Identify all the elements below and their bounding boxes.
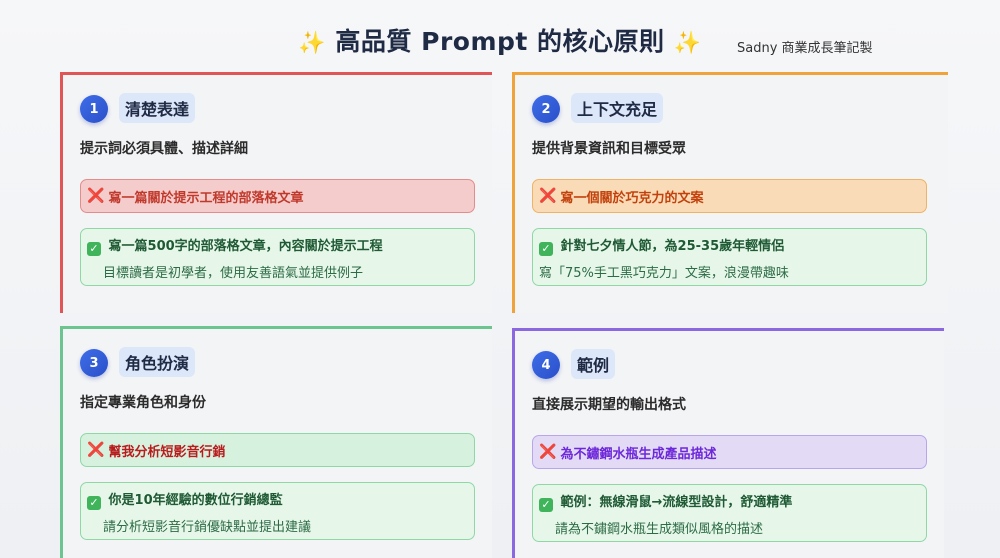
author-credit: Sadny 商業成長筆記製 [737,41,873,56]
card-subtitle: 提供背景資訊和目標受眾 [532,141,686,157]
good-example-text: 你是10年經驗的數位行銷總監 [108,493,283,508]
bad-example: ❌ 為不鏽鋼水瓶生成產品描述 [532,435,927,469]
card-title: 清楚表達 [119,93,196,123]
number-badge: 3 [80,349,108,377]
cross-icon: ❌ [539,444,557,460]
number-badge: 2 [532,95,560,123]
title-text: 高品質 Prompt 的核心原則 [335,27,665,56]
principle-card-2: 2 上下文充足 提供背景資訊和目標受眾 ❌ 寫一個關於巧克力的文案 ✓ 針對七夕… [512,72,948,313]
card-subtitle: 提示詞必須具體、描述詳細 [80,141,248,157]
principle-card-3: 3 角色扮演 指定專業角色和身份 ❌ 幫我分析短影音行銷 ✓ 你是10年經驗的數… [60,326,492,558]
good-example: ✓ 範例：無線滑鼠→流線型設計，舒適精準 請為不鏽鋼水瓶生成類似風格的描述 [532,484,927,542]
card-title: 範例 [571,349,616,379]
cross-icon: ❌ [87,188,105,204]
good-example: ✓ 寫一篇500字的部落格文章，內容關於提示工程 目標讀者是初學者，使用友善語氣… [80,228,475,286]
check-icon: ✓ [87,242,101,256]
bad-example: ❌ 寫一篇關於提示工程的部落格文章 [80,179,475,213]
good-example-text: 針對七夕情人節，為25-35歲年輕情侶 [560,239,785,254]
good-example: ✓ 針對七夕情人節，為25-35歲年輕情侶 寫「75%手工黑巧克力」文案，浪漫帶… [532,228,927,286]
good-example-line1: ✓ 你是10年經驗的數位行銷總監 [87,489,468,510]
principle-card-4: 4 範例 直接展示期望的輸出格式 ❌ 為不鏽鋼水瓶生成產品描述 ✓ 範例：無線滑… [512,328,944,558]
bad-example-text: 幫我分析短影音行銷 [108,444,226,460]
good-example-text: 範例：無線滑鼠→流線型設計，舒適精準 [560,495,793,510]
good-example-line2: 寫「75%手工黑巧克力」文案，浪漫帶趣味 [539,266,789,281]
card-title: 角色扮演 [119,347,196,377]
good-example-line1: ✓ 範例：無線滑鼠→流線型設計，舒適精準 [539,491,920,512]
number-badge: 1 [80,95,108,123]
number-badge: 4 [532,351,560,379]
page-title: ✨ 高品質 Prompt 的核心原則 ✨ [0,22,1000,58]
good-example: ✓ 你是10年經驗的數位行銷總監 請分析短影音行銷優缺點並提出建議 [80,482,475,540]
bad-example: ❌ 幫我分析短影音行銷 [80,433,475,467]
bad-example: ❌ 寫一個關於巧克力的文案 [532,179,927,213]
good-example-line1: ✓ 寫一篇500字的部落格文章，內容關於提示工程 [87,235,468,256]
card-title: 上下文充足 [571,93,664,123]
cross-icon: ❌ [539,188,557,204]
check-icon: ✓ [87,496,101,510]
good-example-line1: ✓ 針對七夕情人節，為25-35歲年輕情侶 [539,235,920,256]
check-icon: ✓ [539,498,553,512]
good-example-text: 寫一篇500字的部落格文章，內容關於提示工程 [108,239,383,254]
bad-example-text: 寫一個關於巧克力的文案 [560,190,704,206]
card-subtitle: 指定專業角色和身份 [80,395,206,411]
cross-icon: ❌ [87,442,105,458]
bad-example-text: 寫一篇關於提示工程的部落格文章 [108,190,304,206]
sparkle-icon: ✨ [298,31,327,56]
good-example-line2: 請分析短影音行銷優缺點並提出建議 [103,520,312,535]
card-subtitle: 直接展示期望的輸出格式 [532,397,686,413]
principle-card-1: 1 清楚表達 提示詞必須具體、描述詳細 ❌ 寫一篇關於提示工程的部落格文章 ✓ … [60,72,492,313]
bad-example-text: 為不鏽鋼水瓶生成產品描述 [560,446,717,462]
good-example-line2: 請為不鏽鋼水瓶生成類似風格的描述 [555,522,764,537]
good-example-line2: 目標讀者是初學者，使用友善語氣並提供例子 [103,266,364,281]
sparkle-icon: ✨ [673,31,702,56]
check-icon: ✓ [539,242,553,256]
